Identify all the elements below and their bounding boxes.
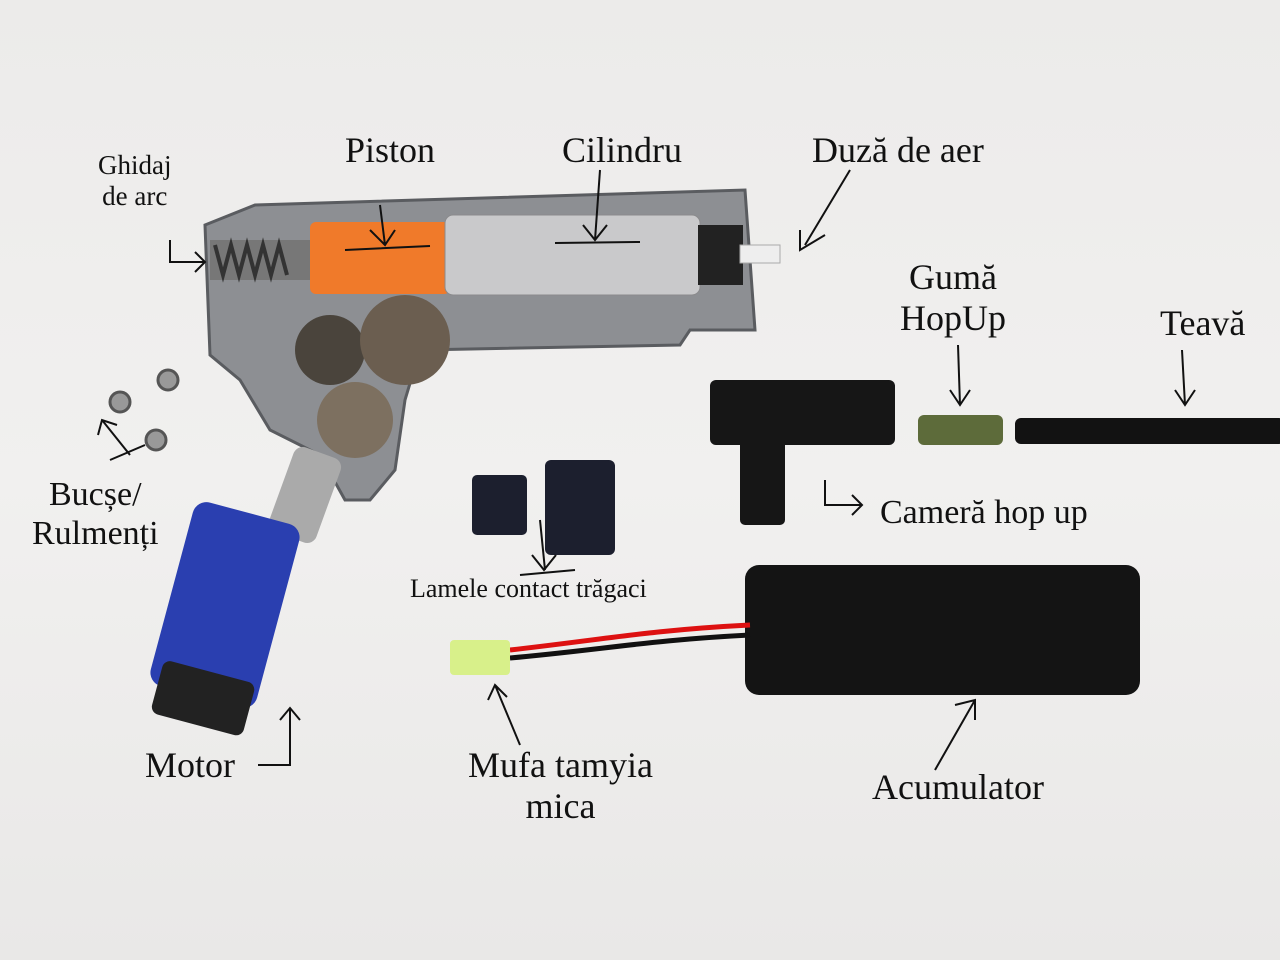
- hopup-chamber-part: [710, 380, 895, 525]
- bushings: [108, 368, 180, 452]
- motor: [150, 502, 300, 708]
- spring-guide: [210, 237, 310, 283]
- label-tamiya-plug: Mufa tamyia mica: [468, 745, 653, 828]
- motor-shaft: [268, 446, 342, 544]
- label-air-nozzle: Duză de aer: [812, 130, 984, 170]
- label-spring-guide-line1: Ghidaj: [98, 150, 172, 180]
- label-tamiya-plug-line1: Mufa tamyia: [468, 745, 653, 785]
- label-bushings: Bucșe/ Rulmenți: [32, 475, 159, 553]
- label-spring-guide-line2: de arc: [102, 181, 168, 212]
- label-hopup-rubber-line2: HopUp: [900, 298, 1006, 339]
- label-spring-guide: Ghidaj de arc: [98, 150, 172, 212]
- label-barrel: Teavă: [1160, 303, 1246, 343]
- cylinder: [444, 214, 701, 296]
- cylinder-head: [698, 225, 743, 285]
- label-hopup-chamber: Cameră hop up: [880, 494, 1088, 531]
- piston: [310, 222, 450, 294]
- annotation-arrows: [97, 169, 1196, 771]
- air-nozzle: [739, 244, 781, 264]
- label-trigger-contacts: Lamele contact trăgaci: [410, 574, 647, 603]
- label-bushings-line2: Rulmenți: [32, 515, 159, 553]
- hopup-rubber: [918, 415, 1003, 445]
- label-tamiya-plug-line2: mica: [525, 786, 596, 827]
- trigger-contacts: [472, 460, 615, 555]
- barrel-tube: [1015, 418, 1280, 444]
- motor-endcap: [151, 661, 255, 736]
- label-piston: Piston: [345, 130, 436, 170]
- label-motor: Motor: [145, 745, 235, 785]
- label-hopup-rubber: Gumă HopUp: [900, 257, 1006, 340]
- battery-pack: [745, 565, 1140, 695]
- label-battery: Acumulator: [872, 767, 1044, 807]
- gears: [295, 295, 450, 458]
- label-cylinder: Cilindru: [562, 130, 683, 170]
- label-bushings-line1: Bucșe/: [49, 476, 142, 513]
- tamiya-plug: [450, 640, 510, 675]
- label-hopup-rubber-line1: Gumă: [909, 257, 997, 297]
- battery-wires: [509, 622, 751, 653]
